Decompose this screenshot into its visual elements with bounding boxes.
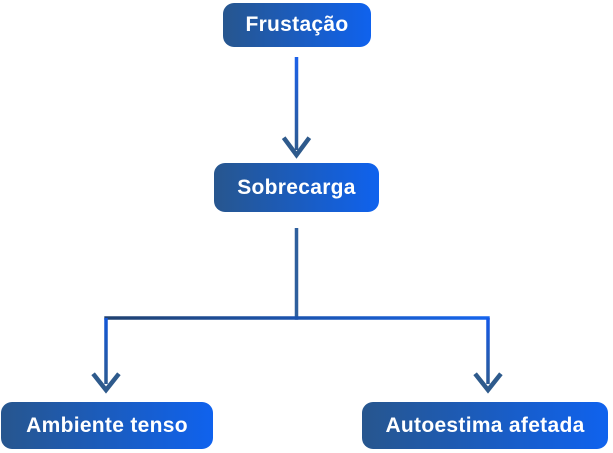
arrowhead-down-icon (91, 372, 121, 394)
node-autoestima-afetada-label: Autoestima afetada (385, 413, 585, 437)
node-ambiente-tenso: Ambiente tenso (1, 402, 213, 449)
arrowhead-down-icon (281, 136, 312, 159)
edge-frustacao-sobrecarga (281, 57, 312, 159)
edge-sobrecarga-branches (91, 228, 503, 394)
node-sobrecarga-label: Sobrecarga (237, 175, 356, 199)
node-frustacao: Frustação (223, 3, 371, 47)
node-sobrecarga: Sobrecarga (214, 163, 379, 212)
node-frustacao-label: Frustação (245, 13, 349, 36)
node-autoestima-afetada: Autoestima afetada (362, 402, 608, 449)
node-ambiente-tenso-label: Ambiente tenso (26, 413, 188, 437)
arrowhead-down-icon (473, 372, 503, 394)
